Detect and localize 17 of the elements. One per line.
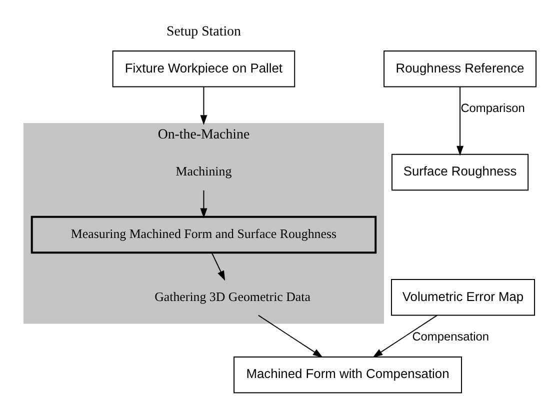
arrow [258,314,323,358]
edge-label: Comparison [460,101,525,116]
node-box: Volumetric Error Map [390,279,536,316]
node-box: Measuring Machined Form and Surface Roughness [30,216,377,254]
node-text: Machining [176,164,232,179]
arrow [372,314,438,358]
arrow [200,190,208,218]
arrow [200,86,208,126]
node-box: Surface Roughness [391,154,529,191]
node-box: Machined Form with Compensation [234,356,462,394]
node-text: Gathering 3D Geometric Data [154,288,310,304]
arrow [456,86,464,156]
node-box: Fixture Workpiece on Pallet [112,50,296,88]
edge-label: Compensation [412,330,489,344]
node-label: Setup Station [166,24,241,40]
arrow [211,252,226,281]
node-box: Roughness Reference [384,50,537,88]
